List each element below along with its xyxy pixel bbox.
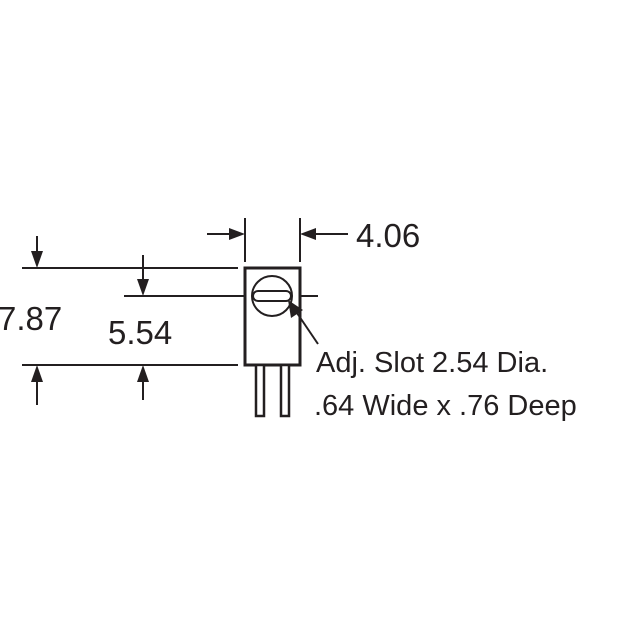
adjust-height-dimension — [124, 255, 235, 400]
width-dimension-label: 4.06 — [356, 217, 420, 254]
total-height-label: 7.87 — [0, 300, 62, 337]
adjustment-slot — [226, 275, 318, 317]
left-pin — [254, 363, 266, 418]
slot-note-line2: .64 Wide x .76 Deep — [314, 390, 577, 422]
adjust-height-label: 5.54 — [108, 314, 172, 351]
slot-leader — [288, 300, 319, 345]
total-height-dimension — [22, 236, 238, 405]
slot-note-line1: Adj. Slot 2.54 Dia. — [316, 347, 548, 379]
right-pin — [279, 363, 291, 418]
width-dimension — [207, 218, 348, 262]
